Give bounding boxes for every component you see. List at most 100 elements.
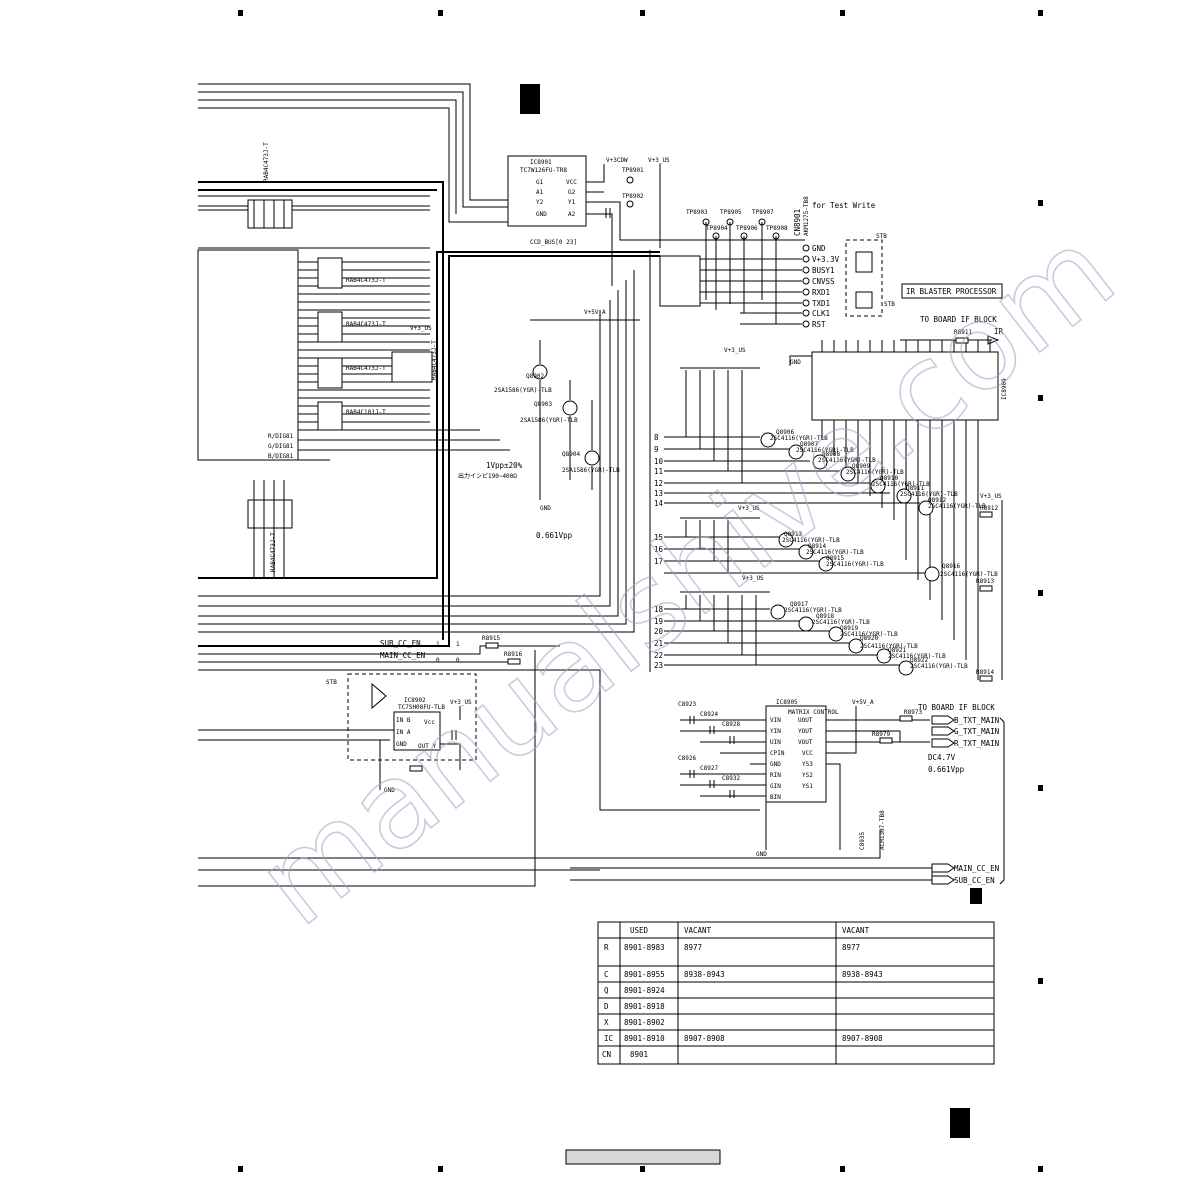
svg-text:VCC: VCC bbox=[802, 750, 813, 757]
svg-text:TP8901: TP8901 bbox=[622, 167, 644, 174]
svg-text:2SC4116(YGR)-TLB: 2SC4116(YGR)-TLB bbox=[806, 549, 864, 556]
svg-text:Q8906: Q8906 bbox=[776, 429, 794, 436]
svg-text:YS3: YS3 bbox=[802, 761, 813, 768]
svg-text:Q8919: Q8919 bbox=[840, 625, 858, 632]
svg-text:2SC4116(YGR)-TLB: 2SC4116(YGR)-TLB bbox=[846, 469, 904, 476]
transistor-array bbox=[532, 364, 940, 676]
svg-text:8901-8983: 8901-8983 bbox=[624, 943, 665, 952]
svg-text:OUT Y: OUT Y bbox=[418, 743, 436, 750]
svg-text:0: 0 bbox=[436, 657, 440, 664]
vpp-left: 0.661Vpp bbox=[536, 531, 573, 540]
rdig-label-2: G/DIG81 bbox=[268, 443, 294, 450]
svg-text:Q8908: Q8908 bbox=[822, 451, 840, 458]
resistor-array-label-4: RAB4C101J-T bbox=[346, 409, 386, 416]
svg-text:YOUT: YOUT bbox=[798, 728, 813, 735]
svg-text:CN8901: CN8901 bbox=[793, 209, 802, 236]
svg-text:14: 14 bbox=[654, 499, 664, 508]
svg-text:BIN: BIN bbox=[770, 794, 781, 801]
resistor-network-bottom: RAB4C473J-T bbox=[247, 480, 293, 578]
svg-text:2SC4116(YGR)-TLB: 2SC4116(YGR)-TLB bbox=[872, 481, 930, 488]
svg-text:Q8921: Q8921 bbox=[888, 647, 906, 654]
registration-marks bbox=[238, 10, 1043, 1172]
ir-label: IR bbox=[994, 327, 1004, 336]
rdig-label-3: B/DIG81 bbox=[268, 453, 294, 460]
svg-text:CN: CN bbox=[602, 1050, 611, 1059]
svg-text:IN A: IN A bbox=[396, 729, 411, 736]
svg-text:Q8916: Q8916 bbox=[942, 563, 960, 570]
ir-blaster-processor: IR BLASTER PROCESSOR bbox=[906, 287, 997, 296]
svg-text:STB: STB bbox=[326, 679, 337, 686]
svg-text:IC8905: IC8905 bbox=[776, 699, 798, 706]
svg-text:Vcc: Vcc bbox=[424, 719, 435, 726]
svg-text:Q8911: Q8911 bbox=[906, 485, 924, 492]
supply-v3cdw: V+3CDW bbox=[606, 157, 628, 164]
main-cc-en-out: MAIN_CC_EN bbox=[954, 864, 999, 873]
svg-text:AKM1275-TB8: AKM1275-TB8 bbox=[803, 196, 810, 236]
ccd-bus-label: CCD_BUS[0 23] bbox=[530, 239, 577, 246]
cn8901-connector: CN8901 AKM1275-TB8 for Test Write GND V+… bbox=[793, 196, 876, 329]
svg-text:2SA1586(YGR)-TLB: 2SA1586(YGR)-TLB bbox=[494, 387, 552, 394]
svg-text:VIN: VIN bbox=[770, 717, 781, 724]
svg-text:2SC4116(YGR)-TLB: 2SC4116(YGR)-TLB bbox=[782, 537, 840, 544]
output-connectors bbox=[931, 715, 955, 885]
r8900 bbox=[409, 765, 423, 772]
table-header-used: USED bbox=[630, 926, 649, 935]
left-connector-block bbox=[197, 249, 299, 461]
svg-text:GND: GND bbox=[756, 851, 767, 858]
ic8901: IC8901 TC7W126FU-TR8 G1 A1 Y2 GND VCC G2… bbox=[507, 155, 587, 227]
svg-text:R8913: R8913 bbox=[976, 578, 994, 585]
svg-text:IC8901: IC8901 bbox=[530, 159, 552, 166]
svg-text:BUSY1: BUSY1 bbox=[812, 266, 835, 275]
to-board-if-block-bottom: TO BOARD IF BLOCK bbox=[918, 703, 995, 712]
svg-text:RAB4C473J-T: RAB4C473J-T bbox=[263, 142, 270, 182]
bottom-caption-box bbox=[565, 1149, 721, 1165]
resistor-array-label-1: RAB4C473J-T bbox=[346, 277, 386, 284]
svg-text:8901-8902: 8901-8902 bbox=[624, 1018, 665, 1027]
svg-text:2SC4116(YGR)-TLB: 2SC4116(YGR)-TLB bbox=[784, 607, 842, 614]
svg-text:A2: A2 bbox=[568, 211, 576, 218]
svg-text:G1: G1 bbox=[536, 179, 544, 186]
svg-text:11: 11 bbox=[654, 467, 663, 476]
svg-text:IN B: IN B bbox=[396, 717, 411, 724]
svg-text:GIN: GIN bbox=[770, 783, 781, 790]
svg-text:STB: STB bbox=[884, 301, 895, 308]
svg-text:2SC4116(YGR)-TLB: 2SC4116(YGR)-TLB bbox=[900, 491, 958, 498]
svg-text:A1: A1 bbox=[536, 189, 544, 196]
svg-text:C8932: C8932 bbox=[722, 775, 740, 782]
resistor-array-label-5: RAB4C473J-T bbox=[431, 340, 438, 380]
section-marker-top bbox=[520, 84, 540, 114]
table-header-vacant-1: VACANT bbox=[684, 926, 712, 935]
svg-text:1: 1 bbox=[436, 641, 440, 648]
resistor-array-label-3: RAB4C473J-T bbox=[346, 365, 386, 372]
svg-text:20: 20 bbox=[654, 627, 664, 636]
svg-text:8901: 8901 bbox=[630, 1050, 648, 1059]
svg-text:V+5V_A: V+5V_A bbox=[584, 309, 606, 316]
impedance-note: 出力インピ190~400Ω bbox=[458, 472, 517, 480]
svg-text:C8923: C8923 bbox=[678, 701, 696, 708]
svg-text:2SC4116(YGR)-TLB: 2SC4116(YGR)-TLB bbox=[826, 561, 884, 568]
svg-text:Q8907: Q8907 bbox=[800, 441, 818, 448]
svg-text:8901-8924: 8901-8924 bbox=[624, 986, 665, 995]
svg-text:R8973: R8973 bbox=[904, 709, 922, 716]
section-marker-bottom bbox=[950, 1108, 970, 1138]
rdig-label-1: R/DIG81 bbox=[268, 433, 294, 440]
svg-text:2SC4116(YGR)-TLB: 2SC4116(YGR)-TLB bbox=[888, 653, 946, 660]
svg-text:2SC4116(YGR)-TLB: 2SC4116(YGR)-TLB bbox=[910, 663, 968, 670]
svg-text:V+5V_A: V+5V_A bbox=[852, 699, 874, 706]
svg-text:R8912: R8912 bbox=[980, 505, 998, 512]
svg-text:Q8903: Q8903 bbox=[534, 401, 552, 408]
sub-cc-en-out: SUB_CC_EN bbox=[954, 876, 995, 885]
svg-text:STB: STB bbox=[876, 233, 887, 240]
main-cc-en-label: MAIN_CC_EN bbox=[380, 651, 425, 660]
svg-text:TP8903: TP8903 bbox=[686, 209, 708, 216]
b-txt-main: B_TXT_MAIN bbox=[954, 716, 999, 725]
svg-text:X: X bbox=[604, 1018, 609, 1027]
ir-blaster-label-box bbox=[901, 283, 1003, 299]
svg-text:VCC: VCC bbox=[566, 179, 577, 186]
svg-text:MATRIX CONTROL: MATRIX CONTROL bbox=[788, 709, 839, 716]
svg-text:2SA1586(YGR)-TLB: 2SA1586(YGR)-TLB bbox=[562, 467, 620, 474]
svg-text:YS2: YS2 bbox=[802, 772, 813, 779]
svg-text:Q8922: Q8922 bbox=[910, 657, 928, 664]
svg-text:Q8917: Q8917 bbox=[790, 601, 808, 608]
resistor-array-rab bbox=[659, 255, 701, 307]
